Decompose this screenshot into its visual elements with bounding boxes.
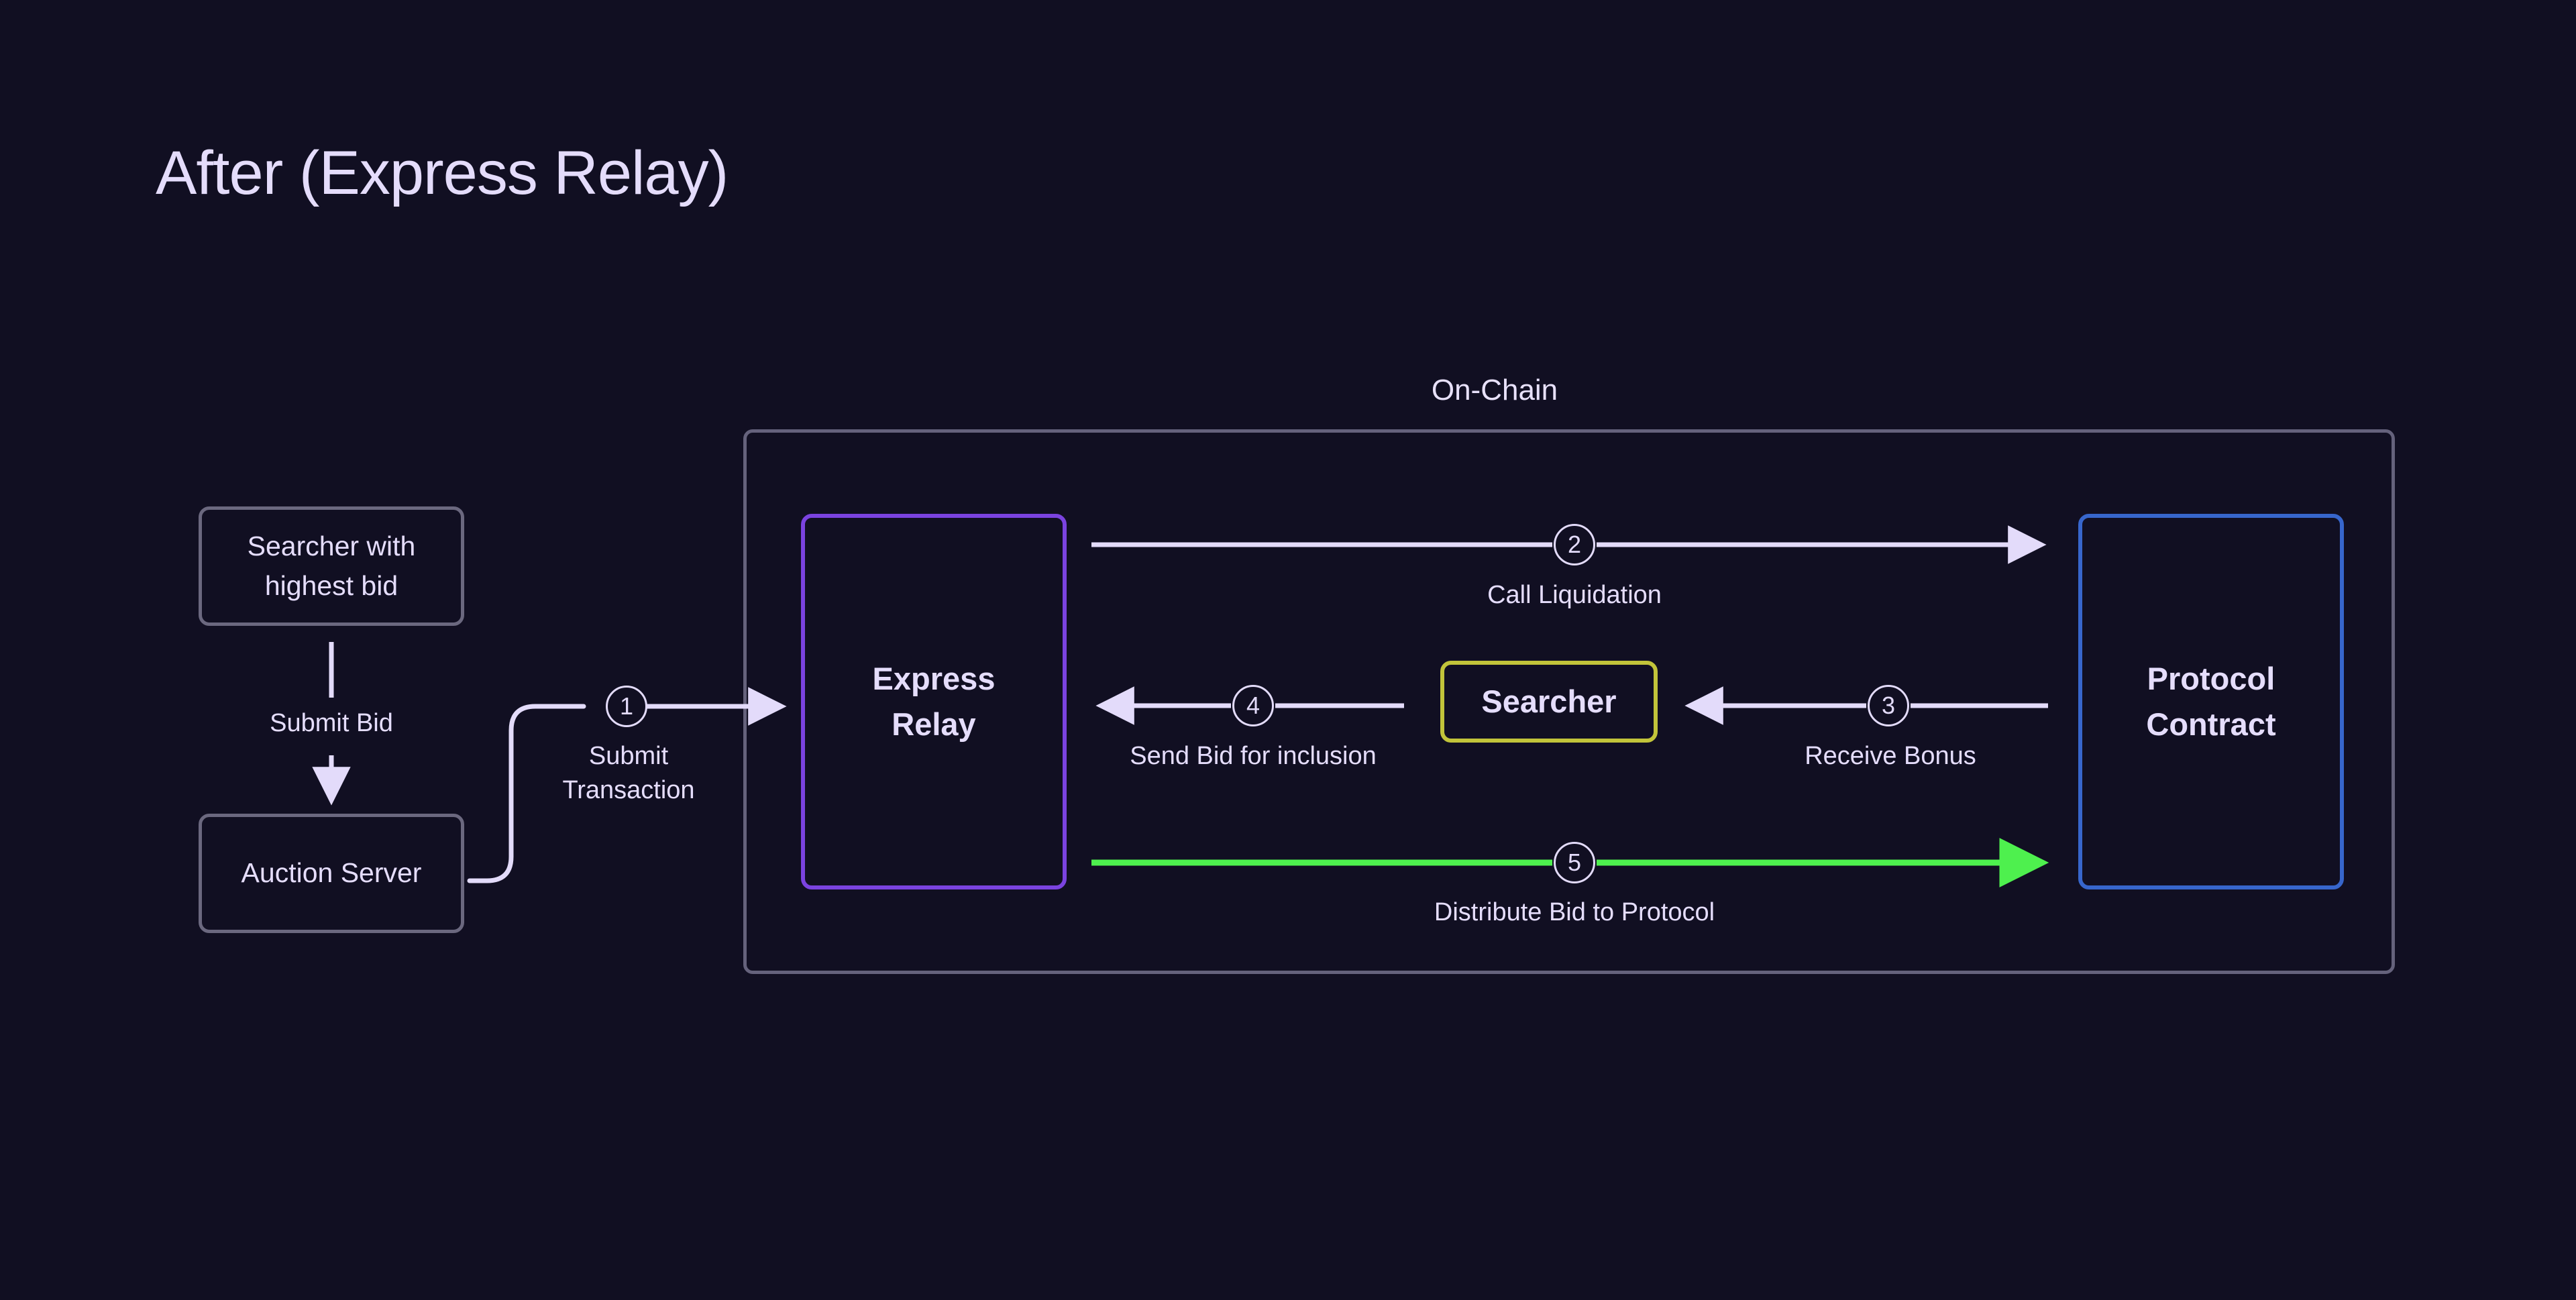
node-searcher-label: Searcher <box>1481 683 1617 719</box>
step-badge-3: 3 <box>1868 685 1909 726</box>
edge-label-submit-bid: Submit Bid <box>270 709 393 737</box>
step-badge-1: 1 <box>606 686 647 727</box>
step-badge-5: 5 <box>1554 842 1595 883</box>
edge-label-call-liquidation: Call Liquidation <box>1487 581 1662 609</box>
node-protocol-contract[interactable]: Protocol Contract <box>2078 514 2344 889</box>
node-auction-server[interactable]: Auction Server <box>199 814 464 933</box>
node-express-relay-label: Express Relay <box>872 660 996 742</box>
step-badge-4: 4 <box>1232 685 1274 726</box>
node-auction-server-label: Auction Server <box>241 857 422 889</box>
edge-label-receive-bonus: Receive Bonus <box>1805 742 1976 770</box>
step-badge-2: 2 <box>1554 524 1595 565</box>
node-searcher[interactable]: Searcher <box>1440 661 1658 743</box>
onchain-region-label: On-Chain <box>1431 374 1558 407</box>
node-searcher-with-highest-bid[interactable]: Searcher with highest bid <box>199 506 464 626</box>
edge-label-distribute-bid-to-protocol: Distribute Bid to Protocol <box>1434 898 1715 926</box>
node-express-relay[interactable]: Express Relay <box>801 514 1067 889</box>
node-protocol-contract-label: Protocol Contract <box>2146 660 2276 742</box>
page-title: After (Express Relay) <box>156 139 729 207</box>
node-searcher-with-highest-bid-label: Searcher with highest bid <box>247 530 416 601</box>
edge-label-submit-transaction: Submit Transaction <box>562 742 695 805</box>
edge-label-send-bid-for-inclusion: Send Bid for inclusion <box>1130 742 1377 770</box>
onchain-region-container <box>743 429 2395 974</box>
